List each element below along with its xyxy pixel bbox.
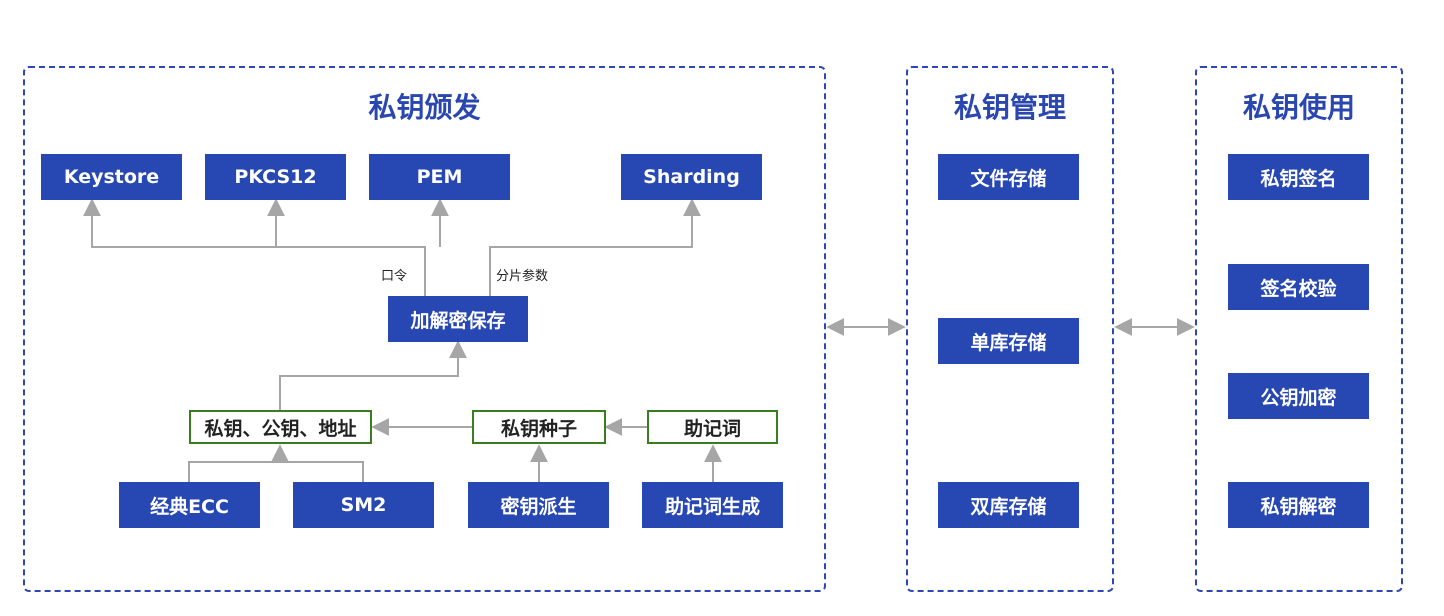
label-password: 口令 (381, 269, 408, 284)
format-pem: PEM (369, 154, 510, 200)
format-pkcs12: PKCS12 (205, 154, 346, 200)
keypair-box: 私钥、公钥、地址 (189, 410, 372, 444)
usage-panel: 私钥使用 (1195, 66, 1403, 592)
seed-box: 私钥种子 (472, 410, 606, 444)
format-keystore: Keystore (41, 154, 182, 200)
connector-ecc-sm2-keypair (188, 446, 364, 482)
usage-private-decrypt: 私钥解密 (1228, 482, 1369, 528)
source-sm2: SM2 (293, 482, 434, 528)
connector-password (83, 198, 426, 296)
storage-dual-db: 双库存储 (938, 482, 1079, 528)
usage-verify-signature: 签名校验 (1228, 264, 1369, 310)
management-title: 私钥管理 (953, 91, 1066, 124)
issuance-title: 私钥颁发 (368, 91, 481, 124)
connector-keypair-encrypt (279, 340, 467, 410)
encrypt-save-box: 加解密保存 (388, 296, 528, 342)
mnemonic-box: 助记词 (647, 410, 778, 444)
format-sharding: Sharding (621, 154, 762, 200)
usage-public-encrypt: 公钥加密 (1228, 373, 1369, 419)
label-shard-params: 分片参数 (496, 269, 549, 284)
management-panel: 私钥管理 (906, 66, 1114, 592)
usage-title: 私钥使用 (1242, 91, 1355, 124)
storage-single-db: 单库存储 (938, 318, 1079, 364)
source-mnemonic-gen: 助记词生成 (642, 482, 783, 528)
source-ecc: 经典ECC (119, 482, 260, 528)
usage-private-sign: 私钥签名 (1228, 154, 1369, 200)
source-key-derivation: 密钥派生 (468, 482, 609, 528)
storage-file: 文件存储 (938, 154, 1079, 200)
connector-sharding (489, 198, 701, 296)
issuance-panel: 私钥颁发 (23, 66, 826, 592)
